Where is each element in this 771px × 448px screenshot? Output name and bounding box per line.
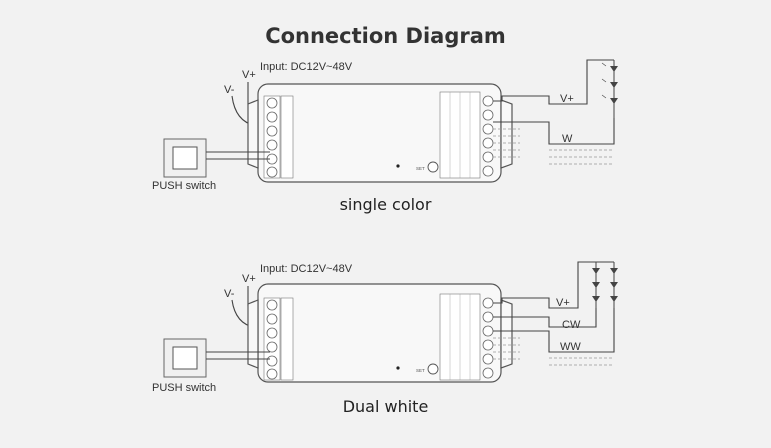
controller-unit: SET	[247, 283, 513, 383]
led-icon	[610, 98, 618, 104]
output-cw-label: CW	[562, 319, 581, 331]
set-button	[427, 161, 439, 173]
output-ww-label: WW	[560, 341, 581, 353]
output-w-label: W	[562, 133, 573, 145]
vplus-input-label: V+	[242, 273, 256, 285]
led-icon	[592, 268, 600, 274]
diagram-single-color: Input: DC12V~48V V+ V- SET	[152, 59, 618, 192]
led-strip-dual	[592, 262, 618, 308]
vminus-input-label: V-	[224, 84, 235, 96]
vminus-input-label: V-	[224, 288, 235, 300]
output-terminal-block	[439, 293, 494, 381]
output-vplus-wire	[493, 59, 614, 105]
output-vplus-wire	[493, 261, 614, 309]
vplus-input-label: V+	[242, 69, 256, 81]
led-icon	[610, 66, 618, 72]
input-terminal-block	[263, 95, 294, 179]
led-strip-single	[601, 60, 618, 118]
push-switch-label: PUSH switch	[152, 180, 216, 192]
input-terminal-block	[263, 297, 294, 381]
push-switch-label: PUSH switch	[152, 382, 216, 394]
push-switch	[163, 338, 207, 378]
caption-dual-white: Dual white	[342, 397, 429, 416]
input-voltage-label: Input: DC12V~48V	[260, 61, 353, 73]
caption-single-color: single color	[339, 195, 432, 214]
output-w-wire	[493, 118, 615, 145]
controller-unit: SET	[247, 83, 513, 183]
push-switch-button	[172, 346, 198, 370]
input-voltage-label: Input: DC12V~48V	[260, 263, 353, 275]
set-button	[427, 363, 439, 375]
diagram-dual-white: Input: DC12V~48V V+ V- SET	[152, 261, 618, 394]
controller-end-cap	[500, 99, 513, 169]
led-icon	[592, 282, 600, 288]
led-icon	[610, 296, 618, 302]
led-icon	[610, 282, 618, 288]
led-icon	[610, 82, 618, 88]
diagram-title: Connection Diagram	[265, 24, 506, 48]
output-cw-wire	[493, 308, 597, 328]
output-vplus-label: V+	[560, 93, 574, 105]
controller-end-cap-left	[247, 99, 259, 169]
led-icon	[610, 268, 618, 274]
push-switch	[163, 138, 207, 178]
set-label: SET	[416, 368, 425, 373]
status-led	[396, 366, 400, 370]
set-label: SET	[416, 166, 425, 171]
output-ww-wire	[493, 308, 615, 353]
output-vplus-label: V+	[556, 297, 570, 309]
push-switch-button	[172, 146, 198, 170]
output-terminal-block	[439, 91, 494, 179]
status-led	[396, 164, 400, 168]
led-icon	[592, 296, 600, 302]
